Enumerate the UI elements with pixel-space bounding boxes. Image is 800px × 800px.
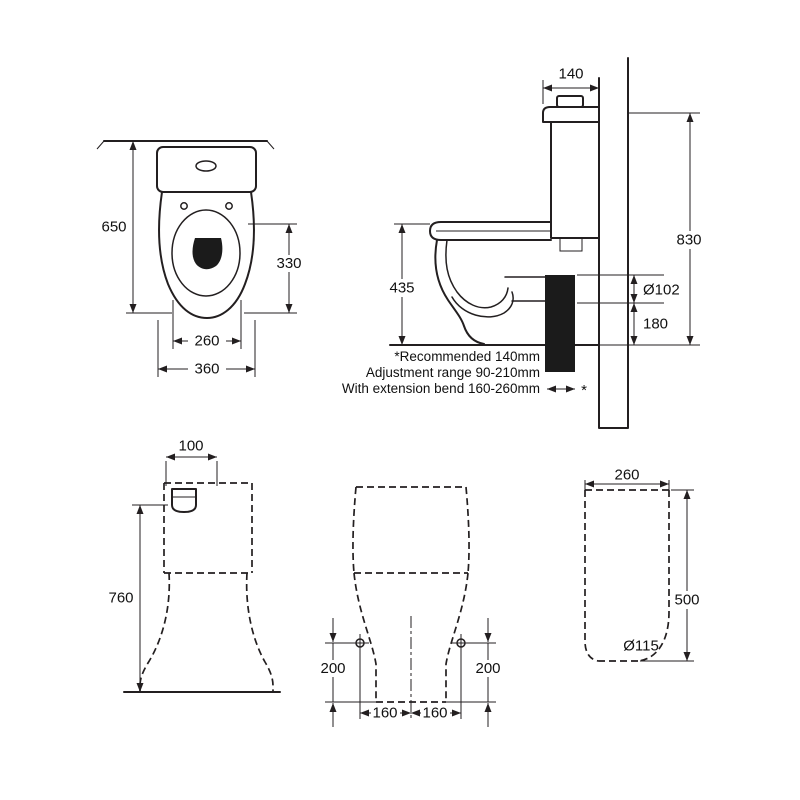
dim-200-right-label: 200: [475, 660, 500, 677]
bowl-front-outline: [158, 191, 255, 319]
dim-500-label: 500: [674, 592, 699, 609]
hinge-left: [180, 202, 188, 210]
dim-360: 360: [157, 320, 256, 378]
outlet-pipe: [545, 275, 575, 372]
front-view: 650 330 260 360: [96, 140, 306, 378]
dim-100: 100: [165, 438, 218, 486]
dim-180: 180: [630, 303, 668, 345]
dim-160-left: 160: [359, 650, 411, 722]
side-view: 140 830 435 Ø102 180 *Recommended 140mm …: [342, 57, 706, 429]
dim-260: 260: [172, 300, 242, 350]
dim-260-depth-label: 260: [614, 467, 639, 484]
fixing-point-left: [351, 634, 369, 652]
dim-435-label: 435: [389, 280, 414, 297]
cistern-front-outline: [156, 146, 257, 193]
dim-outlet-diameter: Ø102: [577, 274, 680, 304]
outlet-notes: *Recommended 140mm Adjustment range 90-2…: [342, 349, 587, 399]
rear-silhouette-view: 200 200 160 160: [318, 486, 503, 727]
dim-330-label: 330: [276, 255, 301, 272]
side-silhouette-view: 260 500 Ø115: [584, 467, 703, 662]
front-silhouette-view: 100 760: [108, 438, 281, 693]
note-extension-bend: With extension bend 160-260mm: [342, 381, 540, 396]
note-recommended: *Recommended 140mm: [394, 349, 540, 364]
bowl-side-outline: [434, 239, 546, 345]
dim-330: 330: [244, 223, 306, 314]
side-silhouette-outline: [584, 489, 670, 662]
cistern-side-outline: [542, 95, 600, 252]
dim-830: 830: [599, 112, 706, 346]
dim-180-label: 180: [643, 316, 668, 333]
rear-silhouette-outline: [352, 486, 470, 703]
setout-asterisk: *: [581, 382, 587, 399]
dim-100-label: 100: [178, 438, 203, 455]
dim-160-right-label: 160: [422, 705, 447, 722]
flush-button: [195, 160, 217, 172]
hinge-right: [225, 202, 233, 210]
flush-button-side: [556, 95, 584, 108]
dim-360-label: 360: [194, 361, 219, 378]
dim-650-label: 650: [101, 219, 126, 236]
dim-200-left: 200: [318, 618, 376, 727]
dim-260-depth: 260: [584, 467, 670, 492]
dim-160-right: 160: [411, 650, 462, 722]
dim-140: 140: [542, 66, 599, 104]
dim-830-label: 830: [676, 232, 701, 249]
dim-260-label: 260: [194, 333, 219, 350]
dim-200-left-label: 200: [320, 660, 345, 677]
fixing-point-right: [452, 634, 470, 652]
note-adjustment-range: Adjustment range 90-210mm: [366, 365, 540, 380]
dim-435: 435: [385, 223, 430, 345]
water-spot: [192, 238, 223, 270]
dim-760-label: 760: [108, 590, 133, 607]
dim-140-label: 140: [558, 66, 583, 83]
dim-500: 500: [640, 489, 703, 662]
seat-side-outline: [429, 221, 552, 241]
coupling: [559, 237, 583, 252]
wall-section: [598, 57, 629, 429]
seat-ring: [171, 209, 241, 297]
front-silhouette-outline: [139, 482, 274, 692]
dim-outlet-diameter-label: Ø102: [643, 282, 680, 299]
dim-650: 650: [101, 141, 172, 314]
dim-outlet-hole-label: Ø115: [623, 638, 659, 655]
inlet-detail: [171, 488, 197, 513]
dim-200-right: 200: [446, 618, 503, 727]
dim-760: 760: [108, 504, 168, 692]
dim-160-left-label: 160: [372, 705, 397, 722]
